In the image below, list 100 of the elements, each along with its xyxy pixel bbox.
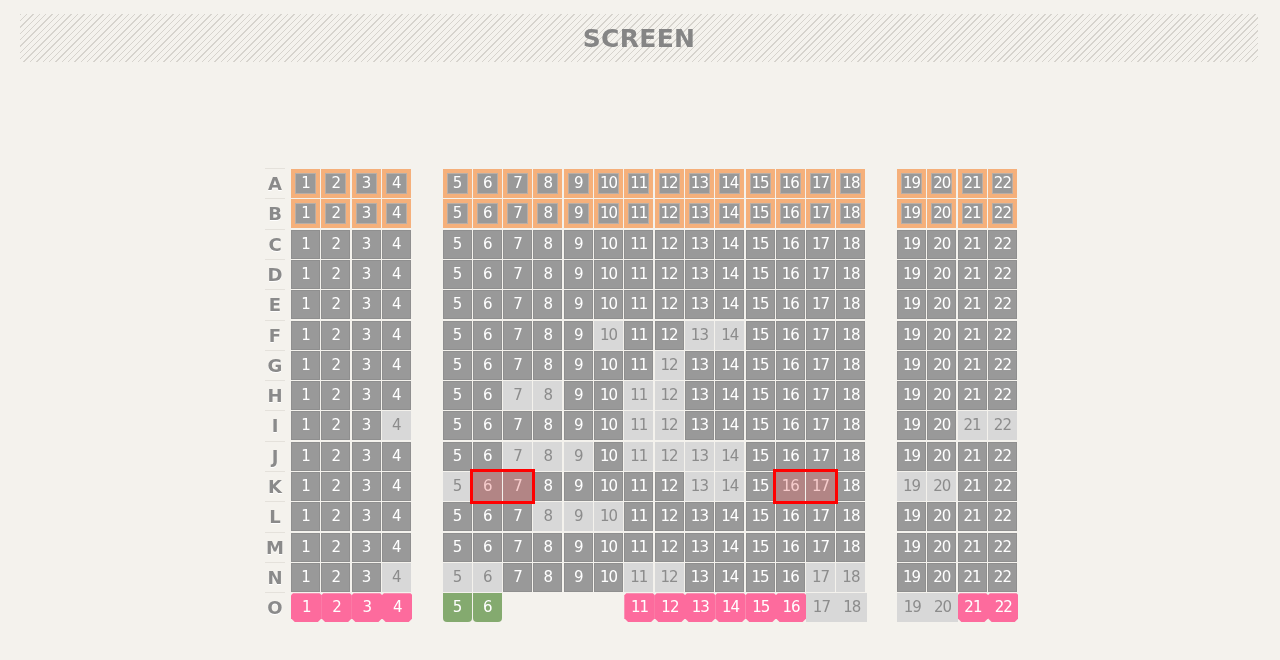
available-seat: 19 <box>897 320 926 350</box>
premium-seat: 12 <box>654 199 684 229</box>
selected-seat: 6 <box>472 472 502 501</box>
selection-frame <box>469 469 536 504</box>
available-seat: 19 <box>897 532 926 562</box>
unavailable-seat: 5 <box>442 472 472 501</box>
available-seat: 20 <box>927 562 957 592</box>
premium-seat: 5 <box>442 169 472 198</box>
available-seat: 13 <box>684 381 714 411</box>
available-seat: 16 <box>775 411 805 441</box>
available-seat: 6 <box>472 381 502 411</box>
premium-seat: 17 <box>806 199 836 229</box>
unavailable-seat: 9 <box>563 502 593 532</box>
available-seat: 3 <box>351 229 381 259</box>
unavailable-seat: 12 <box>654 411 684 441</box>
couple-seat: 4 <box>381 593 413 623</box>
available-seat: 22 <box>987 562 1017 592</box>
available-seat: 12 <box>654 502 684 532</box>
available-seat: 10 <box>594 229 623 259</box>
row-letter: M <box>265 535 285 560</box>
row-letter: H <box>266 384 284 409</box>
couple-seat: 13 <box>684 593 716 623</box>
available-seat: 16 <box>775 502 805 532</box>
premium-seat: 15 <box>745 199 775 229</box>
available-seat: 14 <box>715 229 745 259</box>
unavailable-seat: 13 <box>684 472 714 501</box>
available-seat: 2 <box>321 320 351 350</box>
premium-seat: 4 <box>381 169 411 198</box>
premium-seat: 18 <box>836 169 866 198</box>
available-seat: 16 <box>775 320 805 350</box>
available-seat: 20 <box>927 229 957 259</box>
row-letter: A <box>267 172 283 196</box>
available-seat: 11 <box>624 532 654 562</box>
available-seat: 5 <box>442 320 472 350</box>
couple-seat: 21 <box>957 593 989 623</box>
available-seat: 8 <box>533 562 563 592</box>
available-seat: 4 <box>381 441 411 471</box>
available-seat: 2 <box>321 350 351 380</box>
row-letter: N <box>266 565 284 590</box>
premium-seat: 19 <box>897 199 926 229</box>
available-seat: 3 <box>351 532 381 562</box>
premium-seat: 3 <box>351 199 381 229</box>
available-seat: 10 <box>594 381 623 411</box>
special-seat: 5 <box>442 593 472 623</box>
available-seat: 21 <box>957 502 987 532</box>
premium-seat: 11 <box>624 199 654 229</box>
available-seat: 3 <box>351 290 381 320</box>
premium-seat: 10 <box>594 169 623 198</box>
available-seat: 10 <box>594 472 623 501</box>
available-seat: 20 <box>927 259 957 289</box>
available-seat: 14 <box>715 532 745 562</box>
available-seat: 22 <box>987 532 1017 562</box>
premium-seat: 16 <box>775 169 805 198</box>
available-seat: 15 <box>745 441 775 471</box>
available-seat: 20 <box>927 350 957 380</box>
available-seat: 7 <box>503 290 533 320</box>
available-seat: 12 <box>654 229 684 259</box>
available-seat: 21 <box>957 229 987 259</box>
available-seat: 21 <box>957 259 987 289</box>
available-seat: 9 <box>563 290 593 320</box>
available-seat: 9 <box>563 320 593 350</box>
available-seat: 4 <box>381 229 411 259</box>
available-seat: 22 <box>987 350 1017 380</box>
available-seat: 9 <box>563 472 593 501</box>
available-seat: 11 <box>624 229 654 259</box>
available-seat: 19 <box>897 350 926 380</box>
available-seat: 20 <box>927 320 957 350</box>
available-seat: 10 <box>594 350 623 380</box>
row-letter: J <box>269 444 280 469</box>
available-seat: 6 <box>472 350 502 380</box>
row-letter: K <box>267 475 283 499</box>
available-seat: 5 <box>442 441 472 471</box>
available-seat: 22 <box>987 290 1017 320</box>
available-seat: 17 <box>806 259 836 289</box>
available-seat: 19 <box>897 411 926 441</box>
available-seat: 11 <box>624 290 654 320</box>
available-seat: 15 <box>745 381 775 411</box>
available-seat: 4 <box>381 350 411 380</box>
available-seat: 22 <box>987 441 1017 471</box>
available-seat: 12 <box>654 472 684 501</box>
premium-seat: 5 <box>442 199 472 229</box>
available-seat: 9 <box>563 350 593 380</box>
available-seat: 2 <box>321 441 351 471</box>
available-seat: 14 <box>715 350 745 380</box>
available-seat: 4 <box>381 472 411 501</box>
available-seat: 17 <box>806 320 836 350</box>
available-seat: 4 <box>381 502 411 532</box>
available-seat: 7 <box>503 411 533 441</box>
premium-seat: 4 <box>381 199 411 229</box>
available-seat: 16 <box>775 229 805 259</box>
row-letter: D <box>266 262 284 287</box>
available-seat: 1 <box>291 290 320 320</box>
available-seat: 9 <box>563 532 593 562</box>
unavailable-seat: 8 <box>533 502 563 532</box>
available-seat: 18 <box>836 502 866 532</box>
available-seat: 2 <box>321 229 351 259</box>
selected-seat: 7 <box>503 472 533 501</box>
available-seat: 1 <box>291 562 320 592</box>
available-seat: 2 <box>321 381 351 411</box>
available-seat: 7 <box>503 532 533 562</box>
